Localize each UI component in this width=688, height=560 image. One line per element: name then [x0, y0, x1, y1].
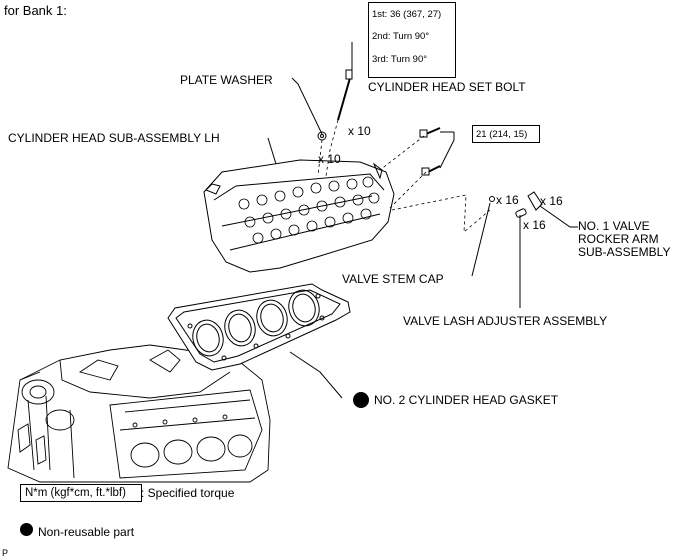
rocker-arm-label-line2: ROCKER ARM: [578, 232, 659, 246]
bolt-21-drawing: [419, 127, 441, 176]
cylinder-head-sub-assembly-label: CYLINDER HEAD SUB-ASSEMBLY LH: [8, 131, 220, 145]
rocker-arm-quantity: x 16: [540, 194, 563, 208]
rocker-arm-label-line3: SUB-ASSEMBLY: [578, 245, 671, 259]
lash-adjuster-quantity: x 16: [523, 218, 546, 232]
torque-step-3: 3rd: Turn 90°: [372, 54, 428, 65]
valve-stem-cap-label: VALVE STEM CAP: [342, 272, 444, 286]
bolt-torque-box: 21 (214, 15): [472, 125, 540, 143]
non-reusable-label: Non-reusable part: [38, 525, 135, 539]
cylinder-head-set-bolt-label: CYLINDER HEAD SET BOLT: [368, 80, 526, 94]
plate-washer-quantity: x 10: [318, 152, 341, 166]
non-reusable-legend-icon: [20, 523, 33, 536]
rocker-arm-label-line1: NO. 1 VALVE: [578, 219, 650, 233]
non-reusable-mark-icon: [353, 392, 369, 408]
cylinder-head-set-bolt-drawing: [337, 69, 353, 121]
cylinder-head-gasket-drawing: [167, 283, 351, 371]
torque-step-1: 1st: 36 (367, 27): [372, 9, 442, 20]
torque-unit-label: N*m (kgf*cm, ft.*lbf): [25, 487, 126, 499]
valve-lash-adjuster-label: VALVE LASH ADJUSTER ASSEMBLY: [403, 314, 608, 328]
engine-block-drawing: [7, 344, 271, 483]
torque-desc-label: : Specified torque: [141, 486, 235, 500]
bolt-torque-value: 21 (214, 15): [476, 129, 528, 140]
lash-adjuster-drawing: [515, 208, 527, 218]
valve-stem-cap-quantity: x 16: [496, 193, 519, 207]
set-bolt-torque-box: 1st: 36 (367, 27) 2nd: Turn 90° 3rd: Tur…: [368, 2, 456, 78]
footer-code: P: [2, 548, 9, 558]
torque-step-2: 2nd: Turn 90°: [372, 31, 430, 42]
gasket-label: NO. 2 CYLINDER HEAD GASKET: [374, 393, 559, 407]
bank-label: for Bank 1:: [4, 3, 67, 18]
valve-stem-cap-drawing: [489, 196, 495, 202]
torque-legend-box: N*m (kgf*cm, ft.*lbf): [20, 484, 142, 502]
cylinder-head-drawing: [203, 159, 395, 273]
rocker-arm-drawing: [527, 191, 543, 211]
set-bolt-quantity: x 10: [348, 124, 371, 138]
plate-washer-label: PLATE WASHER: [180, 73, 273, 87]
